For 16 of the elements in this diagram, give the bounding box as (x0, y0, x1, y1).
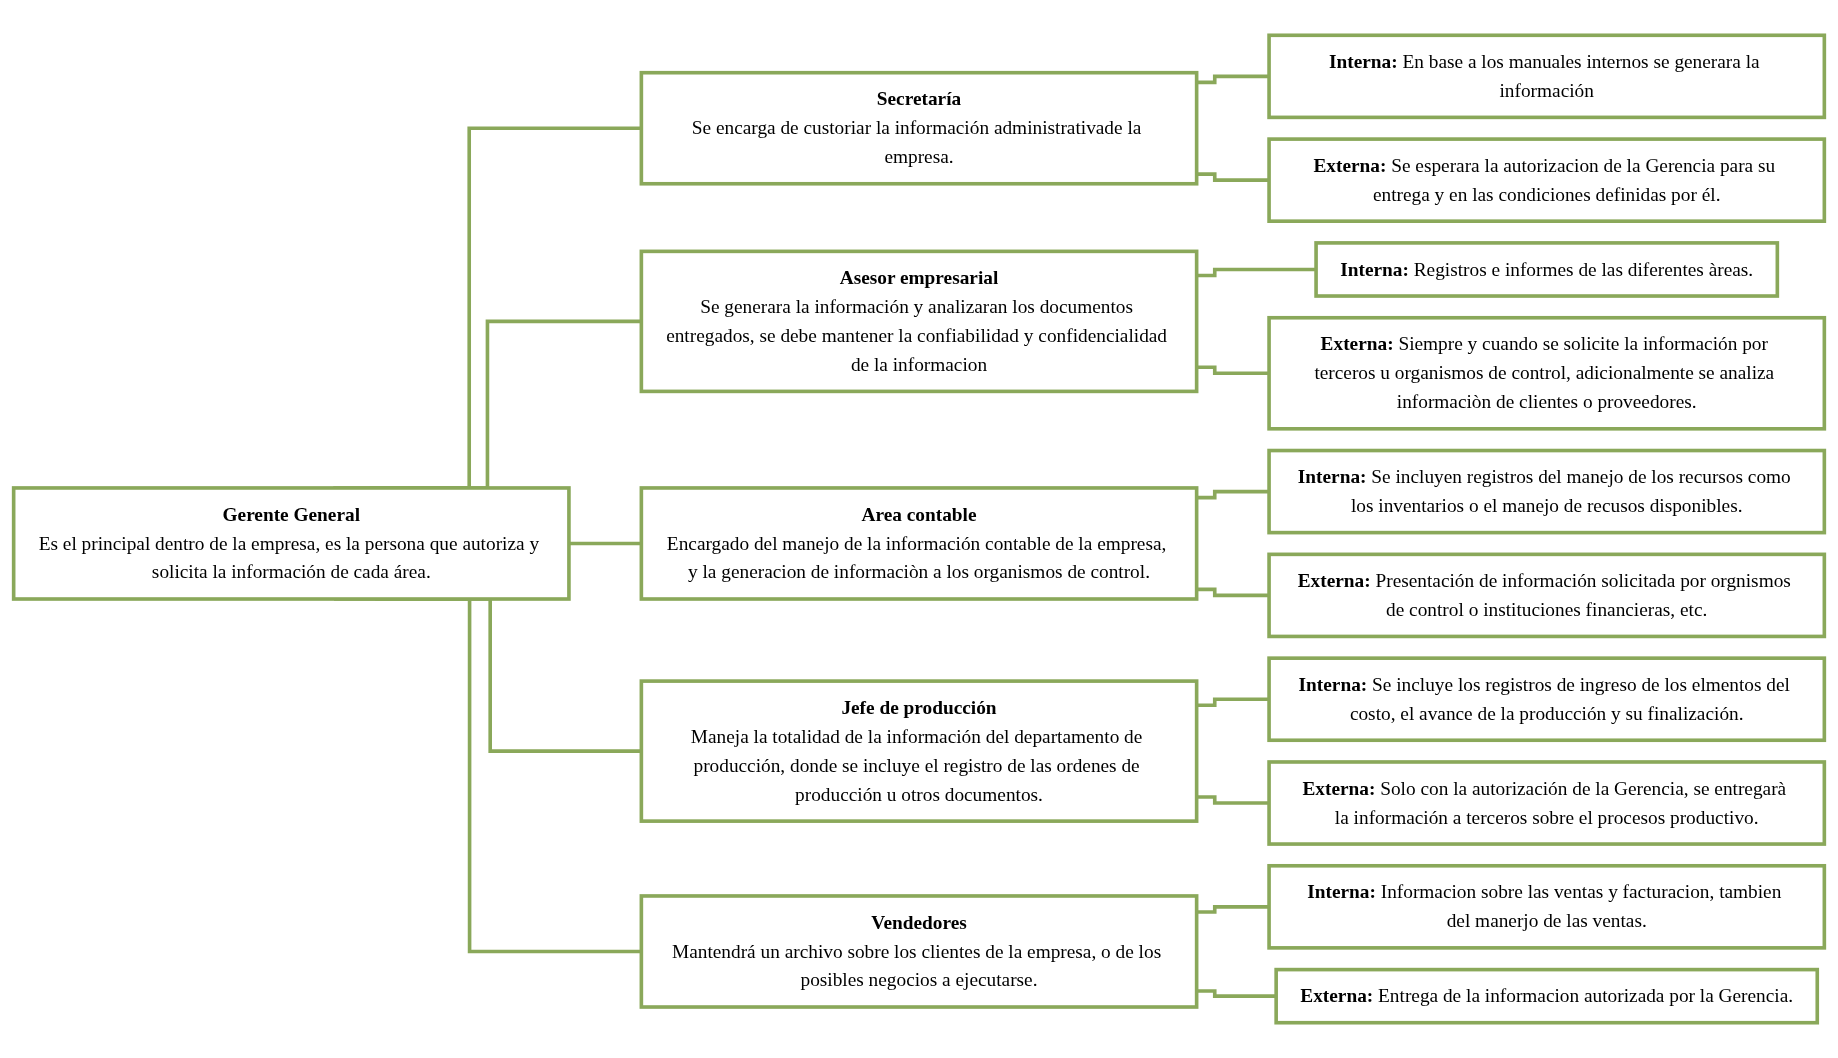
node-box: Vendedores Mantendrá un archivo sobre los clientes de la empresa, o de los posibles negocios a ejecutarse. (639, 894, 1199, 1009)
node-box: Gerente General Es el principal dentro de la empresa, es la persona que autoriza y solicita la información de cada área. (11, 486, 571, 601)
node-box: Externa: Presentación de información solicitada por orgnismos de control o instituciones financieras, etc. (1267, 552, 1827, 639)
node-box: Jefe de producción Maneja la totalidad de la información del departamento de producción, donde se incluye el registro de las ordenes de producción u otros documentos. (639, 679, 1199, 823)
node-box: Interna: Informacion sobre las ventas y facturacion, tambien del manerjo de las ventas. (1267, 864, 1827, 950)
node-box: Secretaría Se encarga de custoriar la información administrativade la empresa. (639, 70, 1199, 186)
node-box: Interna: En base a los manuales internos se generara la información (1267, 33, 1827, 120)
node-box: Externa: Siempre y cuando se solicite la información por terceros u organismos de control, adicionalmente se analiza informaciòn de clientes o proveedores. (1267, 315, 1827, 431)
node-box: Interna: Se incluyen registros del manejo de los recursos como los inventarios o el manejo de recusos disponibles. (1267, 448, 1827, 535)
node-box: Asesor empresarial Se generara la información y analizaran los documentos entregados, se debe mantener la confiabilidad y confidencialidad de la informacion (639, 249, 1199, 394)
node-box: Externa: Se esperara la autorizacion de la Gerencia para su entrega y en las condiciones definidas por él. (1267, 137, 1827, 223)
node-box: Interna: Registros e informes de las diferentes àreas. (1314, 241, 1780, 298)
node-box: Area contable Encargado del manejo de la información contable de la empresa, y la generacion de informaciòn a los organismos de control. (639, 486, 1199, 601)
node-box: Interna: Se incluye los registros de ingreso de los elmentos del costo, el avance de la producción y su finalización. (1267, 656, 1827, 743)
node-box: Externa: Entrega de la informacion autorizada por la Gerencia. (1274, 967, 1820, 1025)
node-box: Externa: Solo con la autorización de la Gerencia, se entregarà la información a terceros sobre el procesos productivo. (1267, 760, 1827, 846)
